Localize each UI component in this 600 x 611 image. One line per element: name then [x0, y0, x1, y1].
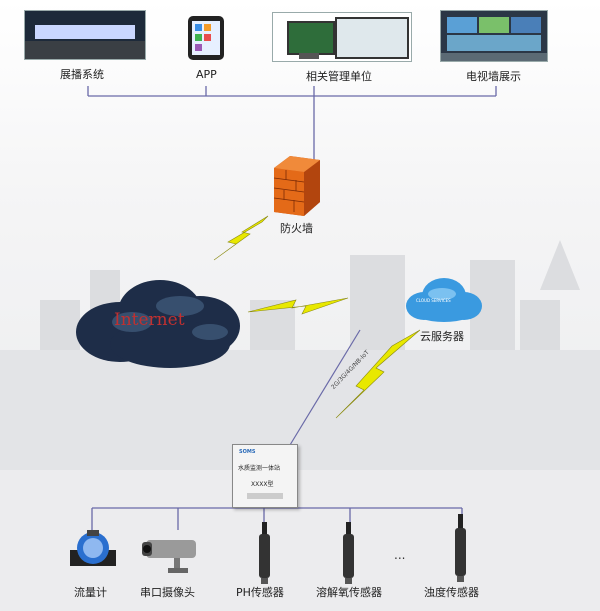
flowmeter-label: 流量计 — [74, 586, 107, 599]
lightning-firewall-internet — [213, 215, 269, 261]
lightning-cloud-station — [335, 329, 421, 419]
internet-label: Internet — [114, 310, 185, 330]
station-brand: SOMS — [239, 449, 256, 455]
cloud-server-icon: CLOUD SERVICES — [402, 276, 486, 324]
cloud-server-label: 云服务器 — [420, 330, 464, 343]
video-wall-thumbnail — [440, 10, 548, 62]
more-devices-ellipsis: ... — [394, 548, 406, 562]
turbidity-label: 浊度传感器 — [424, 586, 479, 599]
ph-sensor-icon — [254, 522, 276, 584]
firewall-icon — [268, 154, 324, 218]
dissolved-oxygen-sensor-icon — [338, 522, 360, 584]
broadcast-label: 展播系统 — [60, 68, 104, 81]
camera-icon — [140, 530, 204, 574]
management-label: 相关管理单位 — [306, 70, 372, 83]
internet-cloud-icon — [70, 272, 246, 372]
video-wall-label: 电视墙展示 — [466, 70, 521, 83]
turbidity-sensor-icon — [450, 514, 472, 584]
ph-sensor-label: PH传感器 — [236, 586, 284, 599]
camera-label: 串口摄像头 — [140, 586, 195, 599]
dissolved-oxygen-label: 溶解氧传感器 — [316, 586, 382, 599]
app-phone-icon — [182, 14, 232, 62]
firewall-label: 防火墙 — [280, 222, 313, 235]
monitoring-station-cabinet: SOMS 水质监测一体站 XXXX型 — [232, 444, 298, 508]
broadcast-system-thumbnail — [24, 10, 146, 60]
station-model: XXXX型 — [251, 481, 274, 488]
station-title: 水质监测一体站 — [238, 465, 281, 472]
lightning-internet-cloud — [247, 297, 349, 315]
app-label: APP — [196, 68, 217, 81]
cloud-logo-text: CLOUD SERVICES — [416, 298, 451, 303]
flowmeter-icon — [70, 530, 116, 574]
management-monitors-thumbnail — [272, 12, 412, 62]
